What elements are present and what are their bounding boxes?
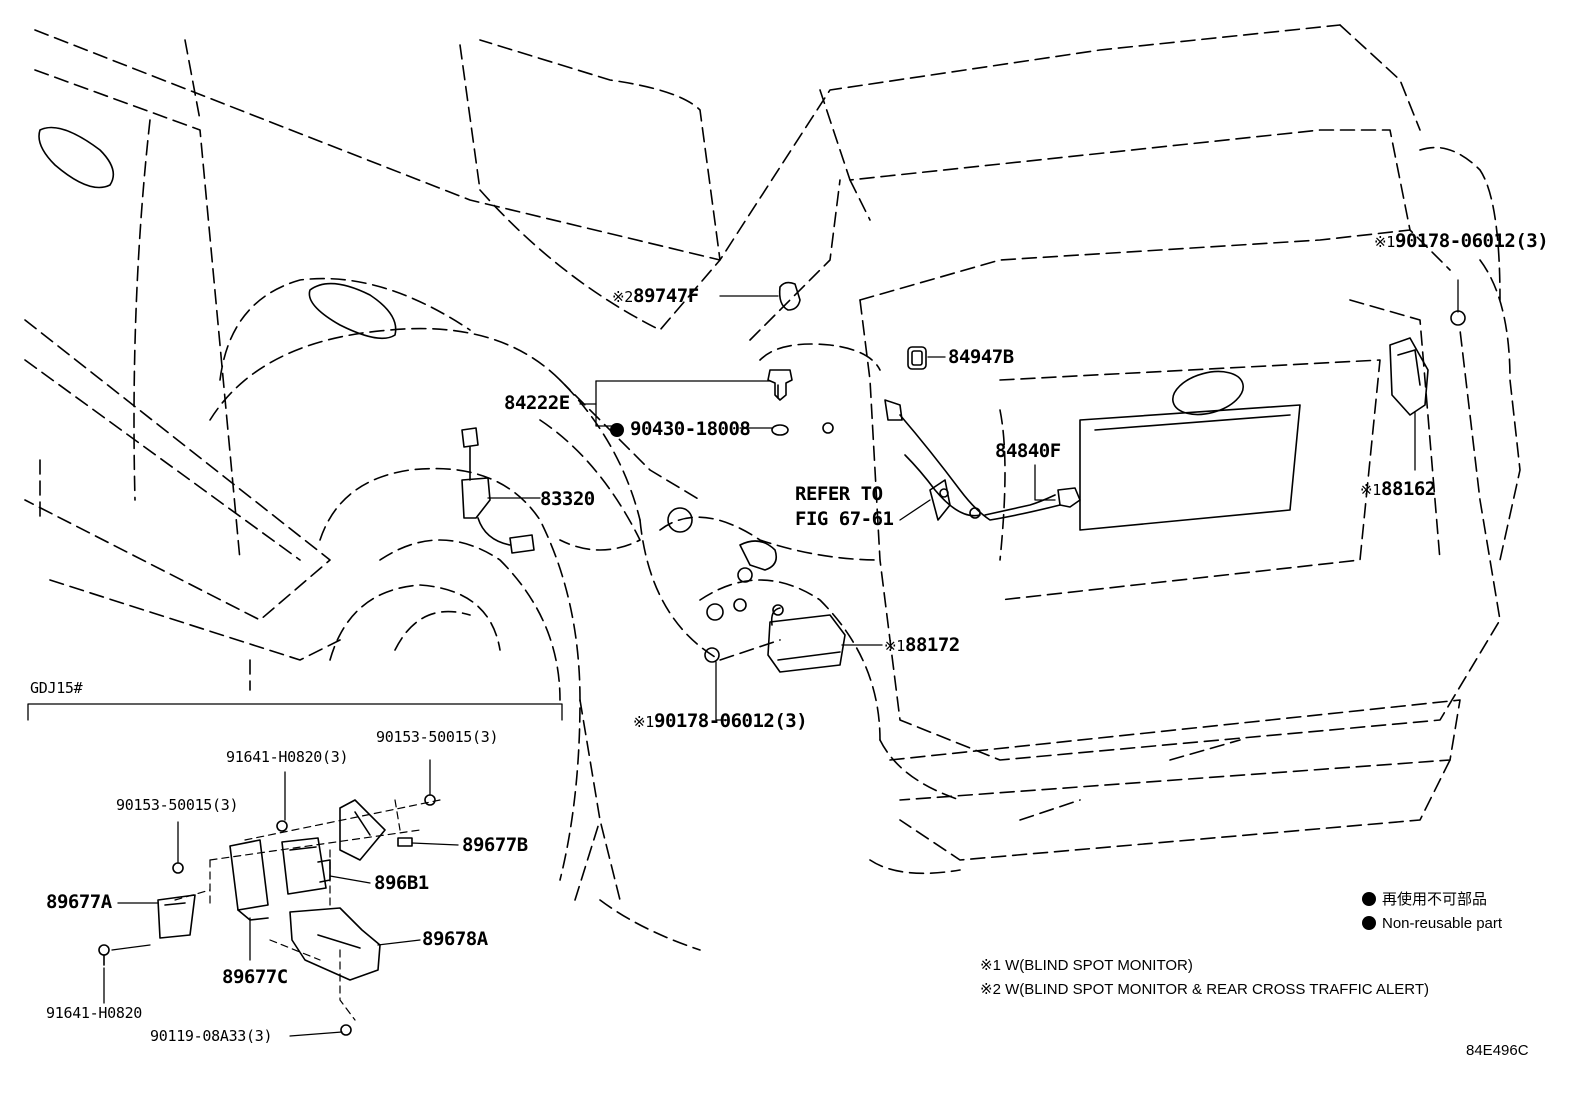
inset-leader-lines <box>103 759 459 1037</box>
callout-number: 89747F <box>633 285 699 307</box>
legend-note-1: ※1 W(BLIND SPOT MONITOR) <box>980 957 1193 974</box>
callout-89677b[interactable]: 89677B <box>462 834 528 856</box>
callout-mark: ※1 <box>1360 481 1381 499</box>
callout-number: 84840F <box>995 440 1061 462</box>
callout-90178-06012-lower[interactable]: ※190178-06012(3) <box>633 710 808 732</box>
callout-88162[interactable]: ※188162 <box>1360 480 1436 499</box>
part-84840f-harness <box>884 399 1081 521</box>
part-88162-sensor <box>1389 310 1466 416</box>
inset-parts <box>98 794 441 1036</box>
legend-non-reusable-jp: 再使用不可部品 <box>1362 892 1487 907</box>
callout-mark: ※2 <box>612 288 633 306</box>
part-84947b-grommet <box>907 346 927 370</box>
legend-non-reusable-en: Non-reusable part <box>1362 916 1502 931</box>
callout-number: 83320 <box>540 488 595 510</box>
part-88172-module <box>704 604 846 673</box>
callout-refer-to-fig[interactable]: REFER TO FIG 67-61 <box>795 482 894 531</box>
legend-note-2: ※2 W(BLIND SPOT MONITOR & REAR CROSS TRA… <box>980 981 1430 998</box>
callout-number: 90430-18008 <box>630 418 751 440</box>
callout-number: 84222E <box>504 392 570 414</box>
inset-title: GDJ15# <box>30 679 83 697</box>
callout-90119-08a33[interactable]: 90119-08A33(3) <box>150 1027 273 1045</box>
part-83320-sensor-harness <box>461 427 535 554</box>
refer-line-1: REFER TO <box>795 483 883 505</box>
callout-mark: ※1 <box>1374 233 1395 251</box>
callout-84840f[interactable]: 84840F <box>995 442 1061 461</box>
callout-89677c[interactable]: 89677C <box>222 966 288 988</box>
non-reusable-dot-icon <box>1362 892 1376 906</box>
non-reusable-dot-icon <box>1362 916 1376 930</box>
callout-number: 88172 <box>905 634 960 656</box>
leader-lines <box>487 279 1459 721</box>
callout-84947b[interactable]: 84947B <box>948 348 1014 367</box>
callout-896b1[interactable]: 896B1 <box>374 872 429 894</box>
callout-84222e[interactable]: 84222E <box>504 394 570 413</box>
callout-90430-18008[interactable]: 90430-18008 <box>610 418 751 440</box>
refer-line-2: FIG 67-61 <box>795 507 894 530</box>
callout-number: 84947B <box>948 346 1014 368</box>
part-84222e-clip <box>767 369 834 436</box>
vehicle-solid-details <box>38 126 1301 621</box>
callout-89677a[interactable]: 89677A <box>46 891 112 913</box>
inset-frame <box>27 703 563 721</box>
figure-code: 84E496C <box>1466 1042 1529 1059</box>
callout-number: 90178-06012(3) <box>654 710 808 732</box>
vehicle-body-outline <box>24 24 1521 951</box>
legend-jp-text: 再使用不可部品 <box>1382 891 1488 908</box>
callout-91641-h0820-3[interactable]: 91641-H0820(3) <box>226 748 349 766</box>
callout-91641-h0820[interactable]: 91641-H0820 <box>46 1004 143 1022</box>
callout-90153-50015-top[interactable]: 90153-50015(3) <box>376 728 499 746</box>
callout-90178-06012-upper[interactable]: ※190178-06012(3) <box>1374 230 1549 252</box>
callout-mark: ※1 <box>884 637 905 655</box>
callout-89747f[interactable]: ※289747F <box>612 287 699 306</box>
callout-number: 88162 <box>1381 478 1436 500</box>
callout-89678a[interactable]: 89678A <box>422 928 488 950</box>
callout-88172[interactable]: ※188172 <box>884 636 960 655</box>
callout-83320[interactable]: 83320 <box>540 490 595 509</box>
callout-number: 90178-06012(3) <box>1395 230 1549 252</box>
part-89747f-sensor <box>778 281 801 311</box>
non-reusable-dot-icon <box>610 423 624 437</box>
callout-90153-50015-left[interactable]: 90153-50015(3) <box>116 796 239 814</box>
callout-mark: ※1 <box>633 713 654 731</box>
legend-en-text: Non-reusable part <box>1382 915 1503 932</box>
